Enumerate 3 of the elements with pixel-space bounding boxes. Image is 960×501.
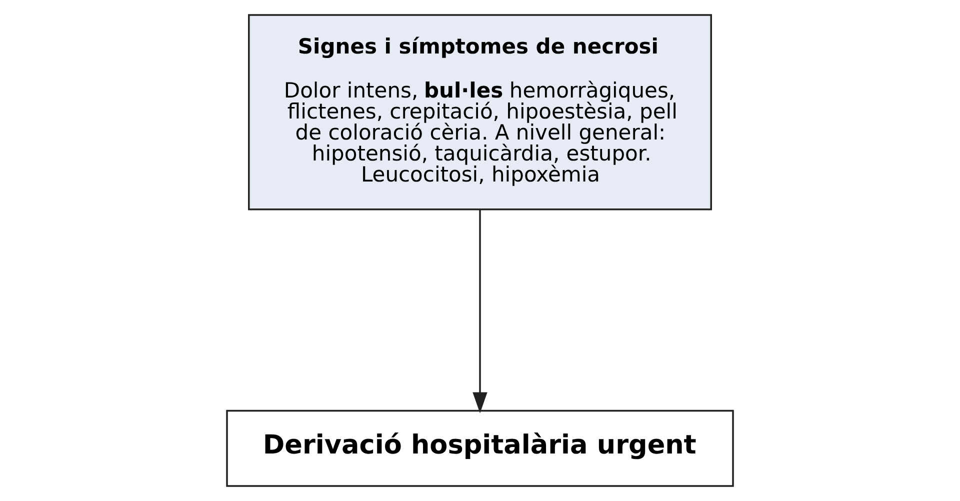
node-box: Signes i símptomes de necrosi Dolor intens, bul·les hemorràgiques, flictenes, crepitació, hipoestèsia, pell de coloració cèria. A nivell general: hipotensió, taquicàrdia, estupor. Leucocitosi, hipoxèmia [248,14,712,210]
arrow [472,210,488,414]
node-box: Derivació hospitalària urgent [226,410,734,487]
